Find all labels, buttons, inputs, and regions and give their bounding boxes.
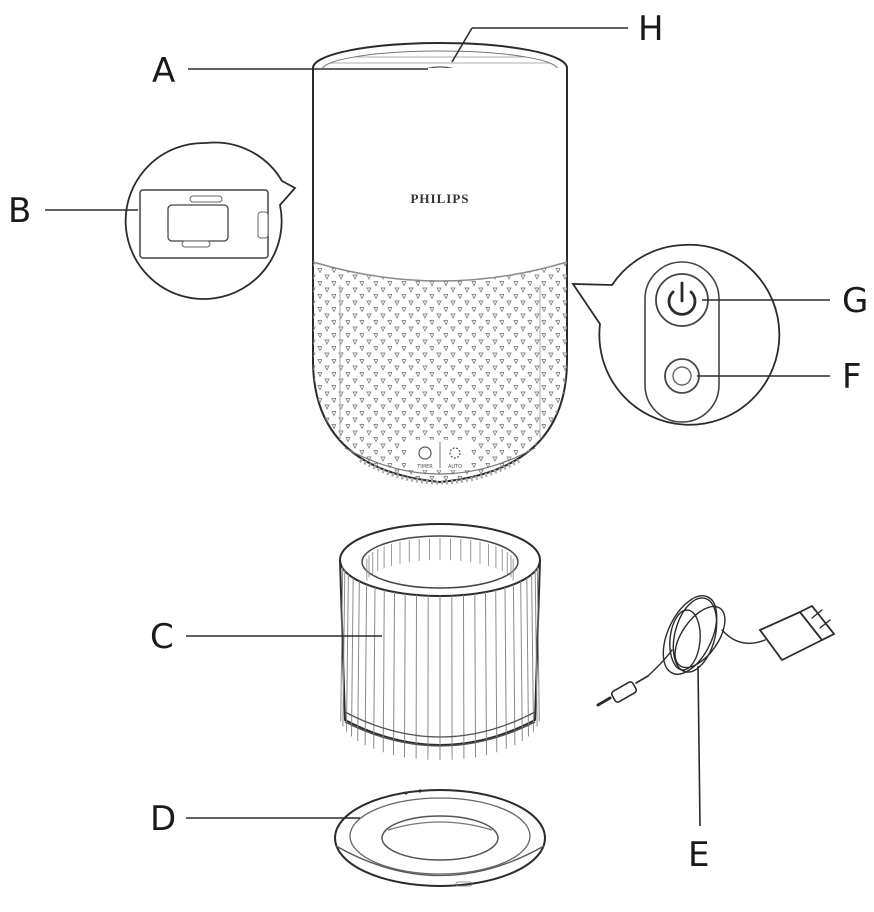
timer-caption: TIMER [416, 464, 433, 470]
wall-adapter-body [760, 606, 834, 660]
filter-pleat [352, 578, 354, 737]
label-a: A [152, 51, 175, 91]
filter-pleat [358, 581, 360, 741]
label-e: E [688, 835, 709, 875]
label-h: H [638, 9, 664, 49]
purifier-unit: PHILIPS TIMER AUTO [313, 43, 567, 490]
label-f: F [842, 357, 862, 397]
front-indicator-panel: TIMER AUTO [408, 440, 470, 470]
filter-pleat [347, 574, 349, 732]
cover-notch-1 [404, 791, 407, 794]
label-d: D [150, 799, 176, 839]
mode-button [665, 359, 699, 393]
filter-pleat [521, 581, 523, 741]
coiled-cable [648, 588, 765, 683]
label-g: G [842, 281, 868, 321]
sensor-clip-top [190, 196, 222, 202]
filter-pleat [475, 594, 476, 757]
detail-controls-zoom [573, 245, 779, 425]
label-b: B [8, 191, 31, 231]
brand-logo: PHILIPS [410, 191, 469, 206]
dc-plug [598, 676, 648, 705]
detail-b-zoom [126, 143, 295, 299]
filter-pleat [532, 574, 534, 732]
power-adapter [598, 588, 834, 705]
label-c: C [150, 617, 174, 657]
cover-notch-2 [418, 789, 421, 792]
filter-cylinder [340, 524, 540, 760]
filter-pleat [527, 578, 529, 737]
sensor-window [168, 205, 228, 241]
sensor-clip-bottom [182, 241, 210, 247]
sensor-tab [258, 212, 268, 238]
leader-e [698, 666, 700, 826]
filter-pleat [405, 594, 406, 757]
bottom-cover [335, 789, 545, 886]
auto-caption: AUTO [448, 464, 462, 470]
